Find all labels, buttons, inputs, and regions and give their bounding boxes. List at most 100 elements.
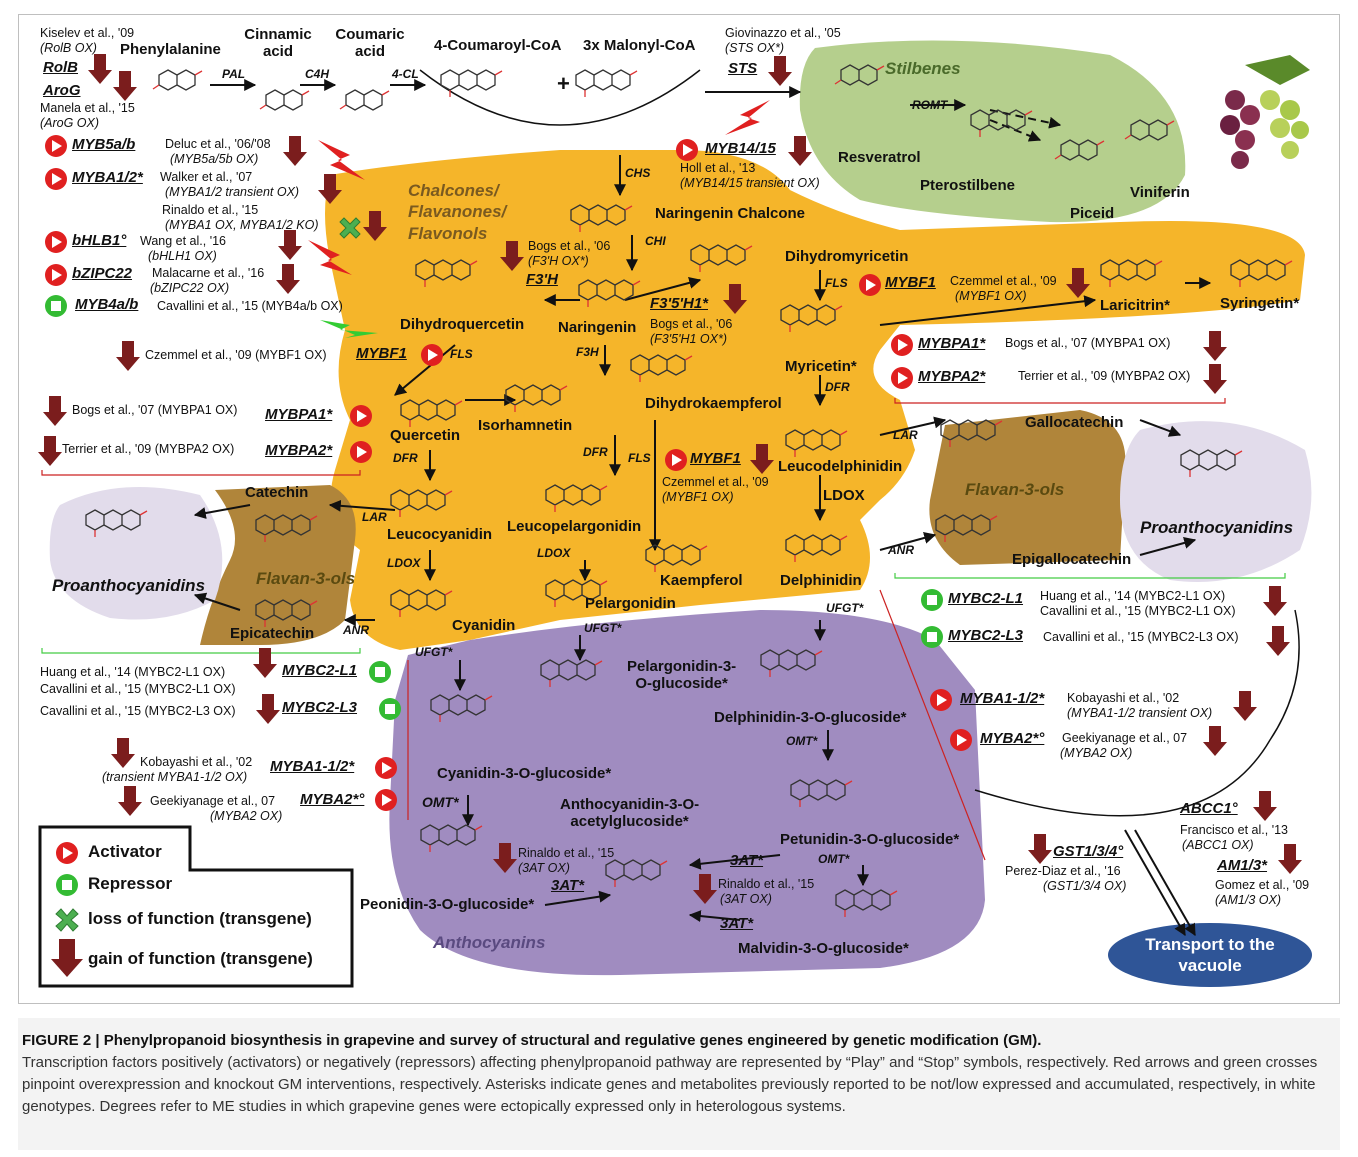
proantho-left-region	[49, 487, 223, 620]
ref-cavallini4: Cavallini et al., '15 (MYB4a/b OX)	[157, 299, 343, 313]
met-naringenin: Naringenin	[558, 319, 637, 336]
met-malonyl: 3x Malonyl-CoA	[583, 37, 696, 54]
gene-mybpa2-left: MYBPA2*	[265, 442, 333, 459]
ref-bogs06: Bogs et al., '06	[528, 239, 611, 253]
flavan3ols-left-region	[200, 485, 356, 645]
enz-dfr-right: DFR	[825, 380, 850, 394]
legend-box	[38, 825, 354, 988]
met-leucopelargonidin: Leucopelargonidin	[507, 518, 642, 535]
group-flavan3ols-left: Flavan-3-ols	[256, 569, 356, 588]
ref-terrier-left: Terrier et al., '09 (MYBPA2 OX)	[62, 442, 235, 456]
ref-malacarne: Malacarne et al., '16	[152, 266, 265, 280]
ref-gomez: Gomez et al., '09	[1215, 878, 1310, 892]
ref-huang-right: Huang et al., '14 (MYBC2-L1 OX)	[1040, 589, 1226, 603]
ref-rinaldo15: Rinaldo et al., '15	[162, 203, 259, 217]
enz-ldox-mid: LDOX	[537, 546, 571, 560]
enz-ufgt3: UFGT*	[826, 601, 864, 615]
legend-gain: gain of function (transgene)	[88, 949, 313, 968]
met-pelargonidin3g: Pelargonidin-3- O-glucoside*	[627, 658, 737, 692]
ref-perez-ox: (GST1/3/4 OX)	[1043, 879, 1127, 893]
group-proantho-right: Proanthocyanidins	[1140, 518, 1294, 537]
gene-mybpa1-right: MYBPA1*	[918, 335, 986, 352]
gene-sts: STS	[728, 60, 758, 77]
met-myricetin: Myricetin*	[785, 358, 857, 375]
gene-rolb: RolB	[43, 59, 78, 76]
ref-giovinazzo-ox: (STS OX*)	[725, 41, 785, 55]
legend-loss: loss of function (transgene)	[88, 909, 312, 928]
vacuole-shape	[1108, 923, 1312, 987]
enz-chs: CHS	[625, 166, 651, 180]
enz-ufgt1: UFGT*	[415, 645, 453, 659]
met-dihydrokaempferol: Dihydrokaempferol	[645, 395, 782, 412]
gene-mybf1-left: MYBF1	[356, 345, 407, 362]
enz-fls-mid: FLS	[628, 451, 651, 465]
met-petunidin3g: Petunidin-3-O-glucoside*	[780, 831, 960, 848]
enz-omt3: OMT*	[818, 852, 850, 866]
ref-giovinazzo: Giovinazzo et al., '05	[725, 26, 841, 40]
ref-walker: Walker et al., '07	[160, 170, 253, 184]
group-proantho-left: Proanthocyanidins	[52, 576, 206, 595]
met-cyanidin: Cyanidin	[452, 617, 516, 634]
met-syringetin: Syringetin*	[1220, 295, 1300, 312]
gene-mybf1-right: MYBF1	[885, 274, 936, 291]
ref-kobayashi-right: Kobayashi et al., '02	[1067, 691, 1180, 705]
legend-activator: Activator	[88, 842, 162, 861]
met-epigallocatechin: Epigallocatechin	[1012, 551, 1132, 568]
gene-am13: AM1/3*	[1217, 857, 1268, 874]
met-malvidin3g: Malvidin-3-O-glucoside*	[738, 940, 909, 957]
gene-myb1415: MYB14/15	[705, 140, 776, 157]
ref-bogs07-right: Bogs et al., '07 (MYBPA1 OX)	[1005, 336, 1171, 350]
ref-geekiyanage-left-ox: (MYBA2 OX)	[210, 809, 283, 823]
enz-fls-left: FLS	[450, 347, 473, 361]
ref-rinaldo-3at-b-ox: (3AT OX)	[720, 892, 772, 906]
gene-arog: AroG	[43, 82, 81, 99]
enz-pal: PAL	[222, 67, 246, 81]
gene-mybc2l3-right: MYBC2-L3	[948, 627, 1024, 644]
ref-holl: Holl et al., '13	[680, 161, 756, 175]
ref-bogs06-ox: (F3'H OX*)	[528, 254, 589, 268]
ref-terrier-right: Terrier et al., '09 (MYBPA2 OX)	[1018, 369, 1191, 383]
gene-abcc1: ABCC1°	[1180, 800, 1238, 817]
transport-label: Transport to the vacuole	[1145, 935, 1275, 976]
figure-caption: FIGURE 2 | Phenylpropanoid biosynthesis …	[22, 1030, 1332, 1118]
caption-box	[18, 1018, 1340, 1150]
ref-kiselev-ox: (RolB OX)	[40, 41, 97, 55]
ref-gomez-ox: (AM1/3 OX)	[1215, 893, 1281, 907]
met-dihydromyricetin: Dihydromyricetin	[785, 248, 909, 265]
gene-bhlh1: bHLB1°	[72, 232, 127, 249]
proantho-right-region	[1120, 421, 1312, 582]
gene-mybc2l1-right: MYBC2-L1	[948, 590, 1024, 607]
group-anthocyanins: Anthocyanins	[433, 933, 546, 952]
enz-chi: CHI	[645, 234, 666, 248]
ref-cavallini-l3-right: Cavallini et al., '15 (MYBC2-L3 OX)	[1043, 630, 1239, 644]
ref-rinaldo15-ox: (MYBA1 OX, MYBA1/2 KO)	[165, 218, 319, 232]
enz-anr-right: ANR	[888, 543, 914, 557]
enz-c4h: C4H	[305, 67, 330, 81]
met-delphinidin: Delphinidin	[780, 572, 862, 589]
ref-perez: Perez-Diaz et al., '16	[1005, 864, 1121, 878]
gene-mybc2l1-left: MYBC2-L1	[282, 662, 358, 679]
met-leucodelphinidin: Leucodelphinidin	[778, 458, 903, 475]
enz-ufgt2: UFGT*	[584, 621, 622, 635]
met-antho-acetyl: Anthocyanidin-3-O- acetylglucoside*	[560, 796, 700, 830]
ref-rinaldo-3at-b: Rinaldo et al., '15	[718, 877, 815, 891]
met-pelargonidin: Pelargonidin	[585, 595, 676, 612]
gene-mybf1-mid: MYBF1	[690, 450, 741, 467]
grape-cluster	[1220, 55, 1310, 169]
enz-lar-left: LAR	[362, 510, 387, 524]
legend-repressor: Repressor	[88, 874, 173, 893]
ref-czemmel-right: Czemmel et al., '09	[950, 274, 1057, 288]
gene-3at-3: 3AT*	[720, 915, 754, 932]
ref-bogs06b-ox: (F3'5'H1 OX*)	[650, 332, 728, 346]
enz-anr-left: ANR	[343, 623, 369, 637]
enz-ldox-right: LDOX	[823, 487, 865, 504]
met-coumaroyl: 4-Coumaroyl-CoA	[434, 37, 562, 54]
caption-title: FIGURE 2 | Phenylpropanoid biosynthesis …	[22, 1032, 1042, 1049]
gene-3at-2: 3AT*	[551, 877, 585, 894]
met-laricitrin: Laricitrin*	[1100, 297, 1171, 314]
ref-wang-ox: (bHLH1 OX)	[148, 249, 217, 263]
gene-3at-1: 3AT*	[730, 852, 764, 869]
anthocyanin-region	[389, 610, 985, 976]
enz-fls-right: FLS	[825, 276, 848, 290]
gene-myba12-top: MYBA1/2*	[72, 169, 143, 186]
